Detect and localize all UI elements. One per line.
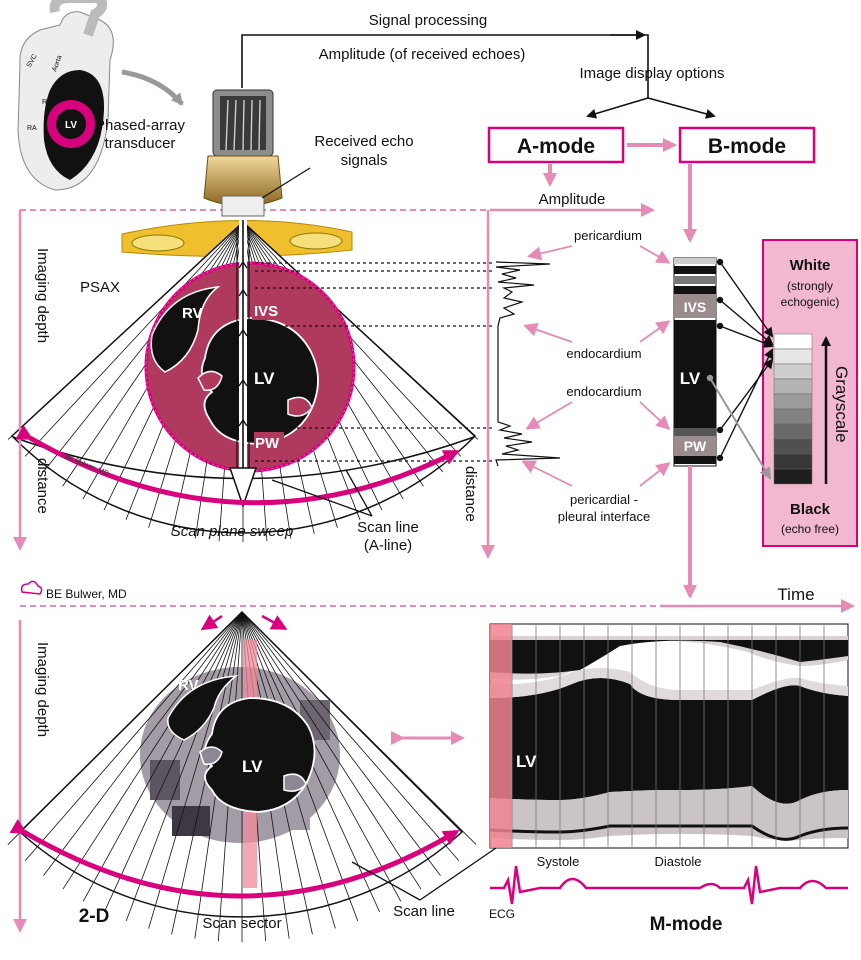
- scan-plane-sweep-arrow: [15, 425, 460, 506]
- white-sub-label-2: echogenic): [781, 295, 840, 309]
- black-sub-label: (echo free): [781, 522, 839, 536]
- scan-line-a-label-1: Scan line: [357, 519, 419, 536]
- psax-pw-label: PW: [255, 435, 280, 452]
- lower-scan-line-pointer-1: [351, 861, 421, 901]
- signal-path-line: [241, 34, 649, 98]
- scan-plane-sweep-label: Scan plane sweep: [171, 523, 294, 540]
- inset-ra-label: RA: [27, 125, 37, 132]
- b-ivs-label: IVS: [684, 299, 707, 315]
- signal-flow: Signal processing Amplitude (of received…: [241, 12, 725, 119]
- scan-line-pointer-1: [271, 479, 373, 517]
- ecg-trace: [490, 865, 848, 905]
- scan-line-a-label-2: (A-line): [364, 537, 412, 554]
- b-mode-column: IVS LV PW: [673, 257, 717, 467]
- signature-icon: [20, 580, 43, 595]
- sector-tilt-left-arrow: [200, 614, 223, 631]
- grayscale-mapping-arrows: [706, 258, 774, 480]
- psax-heart: RV LV IVS PW: [144, 261, 356, 473]
- scan-sector-arrow: [9, 819, 460, 899]
- b-mode-label: B-mode: [708, 135, 786, 158]
- endocardium-top-label: endocardium: [566, 346, 641, 361]
- inset-lv-label: LV: [65, 120, 77, 131]
- lower-scan-line-pointer-2: [419, 847, 497, 901]
- received-echo-pointer: [261, 167, 311, 199]
- amplitude-label: Amplitude: [539, 191, 606, 208]
- a-mode-distance-label: distance: [462, 466, 479, 522]
- upper-distance-label: distance: [34, 458, 51, 514]
- m-mode-panel: LV: [489, 623, 849, 849]
- echo-arrows: [238, 260, 248, 427]
- pericardial-interface-label-2: pleural interface: [558, 509, 651, 524]
- psax-label: PSAX: [80, 279, 120, 296]
- psax-ivs-label: IVS: [254, 303, 278, 320]
- scan-sector-label: Scan sector: [202, 915, 281, 932]
- white-label: White: [790, 257, 831, 274]
- lower-lv-label: LV: [242, 757, 263, 776]
- b-mode-box: B-mode: [678, 126, 816, 164]
- a-mode-annotations: pericardium endocardium endocardium peri…: [521, 228, 671, 524]
- scan-line-pointer-2: [345, 469, 373, 517]
- sector-tilt-right-arrow: [261, 614, 288, 630]
- endocardium-bottom-label: endocardium: [566, 384, 641, 399]
- heart-inset: LV RV RA SVC Aorta: [17, 0, 114, 191]
- inset-to-transducer-arrow: [121, 69, 184, 106]
- white-sub-label-1: (strongly: [787, 279, 833, 293]
- lower-imaging-depth-label: Imaging depth: [34, 642, 51, 737]
- lower-rv-label: RV: [178, 677, 199, 694]
- grayscale-panel: White (strongly echogenic) Grayscale Bla…: [762, 239, 858, 547]
- black-label: Black: [790, 501, 831, 518]
- time-label: Time: [777, 585, 814, 604]
- psax-lv-label: LV: [254, 369, 275, 388]
- pericardium-label: pericardium: [574, 228, 642, 243]
- two-d-label: 2-D: [79, 906, 110, 927]
- m-mode-scan-line-marker: [490, 624, 512, 848]
- inset-rv-label: RV: [42, 99, 52, 106]
- b-pw-label: PW: [684, 438, 707, 454]
- upper-imaging-depth-label: Imaging depth: [34, 248, 51, 343]
- phased-array-label-2: transducer: [105, 135, 176, 152]
- lower-signature: BE Bulwer, MD: [46, 587, 127, 601]
- transducer: [203, 89, 283, 217]
- ecg-label: ECG: [489, 907, 515, 921]
- m-mode-lv-label: LV: [516, 752, 537, 771]
- lower-scan-line-label: Scan line: [393, 903, 455, 920]
- grayscale-bar: [773, 333, 813, 485]
- received-echo-label-2: signals: [341, 152, 388, 169]
- pericardial-interface-label-1: pericardial -: [570, 492, 638, 507]
- arrow-to-b-mode: [647, 97, 716, 119]
- systole-label: Systole: [537, 854, 580, 869]
- image-display-options-label: Image display options: [579, 65, 724, 82]
- arrow-to-a-mode: [586, 97, 649, 119]
- m-mode-label: M-mode: [650, 914, 723, 935]
- grayscale-label: Grayscale: [832, 366, 851, 443]
- amplitude-received-label: Amplitude (of received echoes): [319, 46, 526, 63]
- diastole-label: Diastole: [655, 854, 702, 869]
- received-echo-label-1: Received echo: [314, 133, 413, 150]
- phased-array-label-1: Phased-array: [95, 117, 186, 134]
- a-mode-trace: [495, 261, 561, 467]
- a-mode-box: A-mode: [487, 126, 625, 164]
- signal-processing-label: Signal processing: [369, 12, 487, 29]
- psax-rv-label: RV: [182, 305, 203, 322]
- a-mode-label: A-mode: [517, 135, 595, 158]
- b-lv-label: LV: [680, 369, 701, 388]
